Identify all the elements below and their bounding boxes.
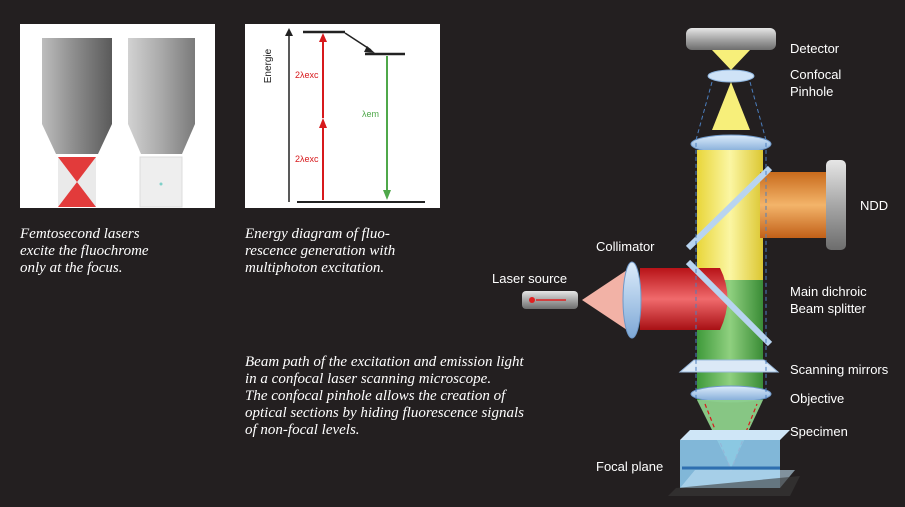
ndd-detector-icon (826, 160, 846, 250)
detector-beam (712, 50, 750, 70)
label-confocal-pinhole: Confocal Pinhole (790, 67, 842, 99)
label-main-dichroic: Main dichroic Beam splitter (790, 284, 867, 316)
femtosecond-focus-panel (20, 24, 215, 208)
beam-path-caption: Beam path of the excitation and emission… (245, 354, 524, 438)
label-specimen: Specimen (790, 424, 848, 439)
label-objective: Objective (790, 391, 845, 406)
specimen-top (680, 430, 790, 440)
excitation-cone-top (58, 157, 96, 182)
emission-beam-yellow (697, 150, 763, 280)
pinhole-cone (712, 82, 750, 130)
label-laser-source: Laser source (492, 271, 568, 286)
lambda-em-label: λem (362, 109, 379, 119)
sample-right (139, 156, 183, 208)
detector-icon (686, 28, 776, 50)
energy-diagram: Energie 2λexc 2λexc λem (263, 28, 425, 203)
femtosecond-focus-illustration (42, 38, 195, 208)
objective-right-icon (128, 38, 195, 154)
label-scanning-mirrors: Scanning mirrors (790, 362, 889, 377)
energy-axis-arrow (285, 28, 293, 36)
label-collimator: Collimator (596, 239, 655, 254)
label-detector: Detector (790, 41, 840, 56)
two-lambda-exc-top: 2λexc (295, 70, 319, 80)
focal-plane-shadow (668, 476, 800, 496)
ndd-dichroic-icon (685, 165, 773, 251)
scanning-mirrors-icon (678, 359, 780, 373)
two-lambda-exc-bottom: 2λexc (295, 154, 319, 164)
focus-point (159, 182, 163, 186)
energy-diagram-caption: Energy diagram of fluo- rescence generat… (245, 226, 396, 276)
collimator-cone (582, 268, 630, 332)
energy-axis-label: Energie (263, 48, 274, 83)
confocal-pinhole-icon (707, 69, 755, 83)
excitation-beam (640, 268, 728, 330)
main-dichroic-icon (685, 259, 773, 347)
excitation-cone-bottom (58, 182, 96, 207)
energy-diagram-panel: Energie 2λexc 2λexc λem (245, 24, 440, 208)
objective-icon (690, 385, 772, 403)
femtosecond-caption: Femtosecond lasers excite the fluochrome… (20, 226, 149, 276)
objective-left-icon (42, 38, 112, 154)
collimator-lens-icon (622, 261, 642, 339)
ndd-beam (760, 172, 828, 238)
label-ndd: NDD (860, 198, 889, 213)
label-focal-plane: Focal plane (596, 459, 664, 474)
